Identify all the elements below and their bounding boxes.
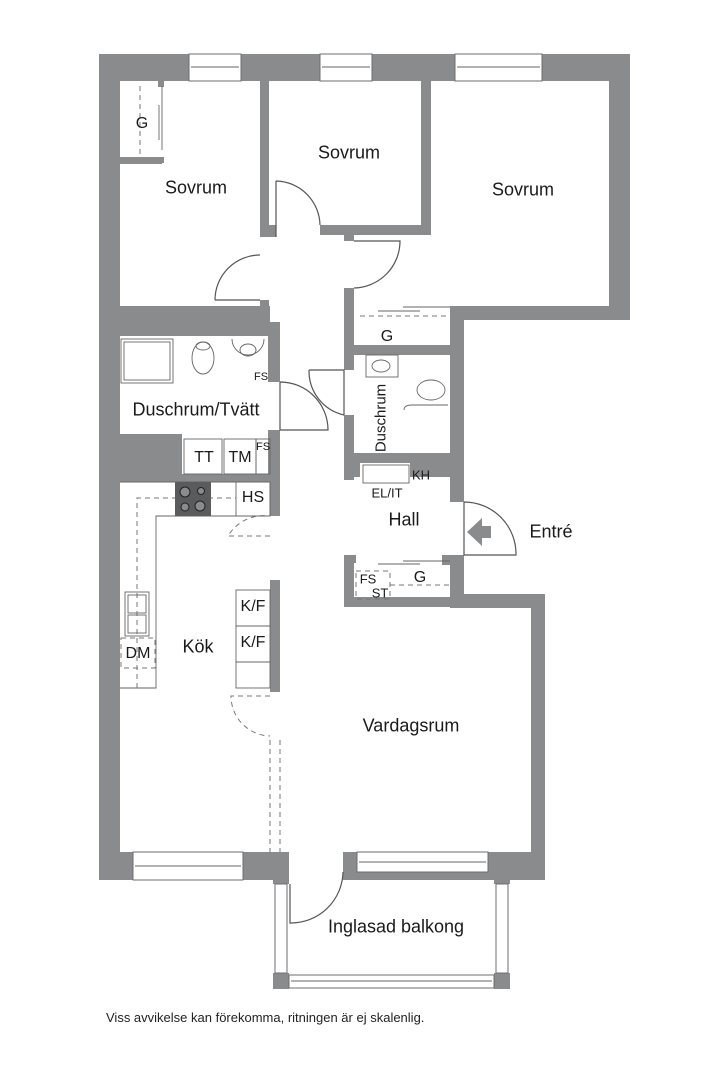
room-label-sovrum-left: Sovrum (164, 177, 228, 198)
room-label-kok: Kök (182, 636, 214, 657)
room-label-entre: Entré (529, 521, 573, 542)
fixture-label-g-hall: G (413, 569, 427, 586)
room-label-vardagsrum: Vardagsrum (362, 715, 460, 736)
fixture-label-hs: HS (241, 489, 265, 506)
fixture-label-tt: TT (194, 449, 214, 466)
room-label-duschrum: Duschrum (372, 383, 390, 453)
fixture-label-tm: TM (228, 449, 252, 466)
fixture-label-kf-1: K/F (240, 598, 266, 615)
fixtures (120, 86, 491, 689)
fixture-label-g-mid: G (380, 328, 394, 345)
room-label-hall: Hall (388, 509, 420, 530)
fixture-label-kh: KH (411, 467, 431, 483)
room-label-sovrum-middle: Sovrum (317, 142, 381, 163)
room-label-balkong: Inglasad balkong (327, 916, 465, 937)
fixture-label-fs-laundry: FS (255, 441, 271, 453)
fixture-label-fs-bath: FS (253, 371, 269, 383)
fixture-label-fs-hall: FS (359, 571, 377, 587)
fixture-label-el-it: EL/IT (371, 485, 403, 501)
room-label-duschrum-tvatt: Duschrum/Tvätt (132, 399, 260, 420)
fixture-label-kf-2: K/F (240, 634, 266, 651)
room-label-sovrum-right: Sovrum (491, 179, 555, 200)
doors (214, 180, 517, 924)
disclaimer-note: Viss avvikelse kan förekomma, ritningen … (106, 1010, 425, 1025)
walls (99, 54, 630, 989)
windows (132, 53, 543, 989)
fixture-label-g-left: G (135, 115, 149, 132)
fixture-label-dm: DM (125, 645, 151, 662)
fixture-label-st: ST (371, 585, 389, 601)
